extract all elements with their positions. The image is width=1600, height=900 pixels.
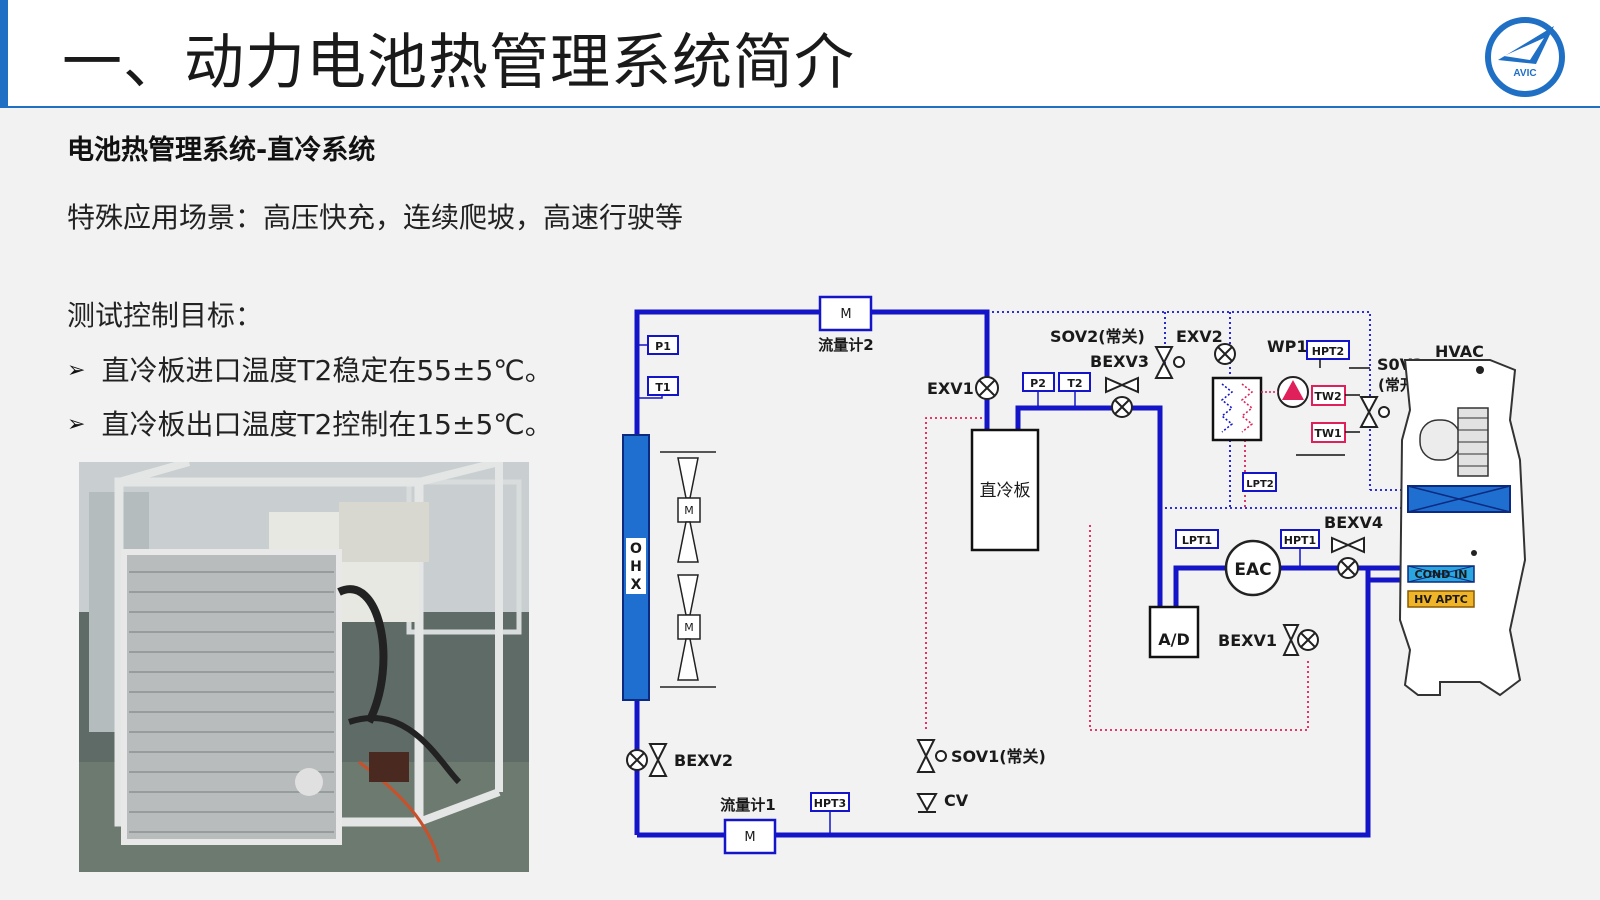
ohx-label-o: O <box>630 541 642 557</box>
bexv3-label: BEXV3 <box>1090 352 1149 371</box>
bexv2-label: BEXV2 <box>674 751 733 770</box>
sensor-p1 <box>647 335 679 355</box>
bullet-arrow-icon: ➢ <box>67 412 86 437</box>
bexv1-label: BEXV1 <box>1218 631 1277 650</box>
goal-item-text: 直冷板进口温度T2稳定在55±5℃。 <box>101 354 553 387</box>
sensor-p1-label: P1 <box>655 340 671 353</box>
flowmeter-2 <box>818 295 873 332</box>
goal-title: 测试控制目标： <box>67 299 264 332</box>
bexv3-valve-icon <box>1105 376 1139 394</box>
sensor-lpt1 <box>1175 529 1219 549</box>
sov1-valve-icon <box>916 739 936 773</box>
flowmeter-1-label: 流量计1 <box>720 796 775 814</box>
sensor-tw1-label: TW1 <box>1314 427 1341 440</box>
blower-fan-icon <box>1419 419 1461 461</box>
sensor-hpt1-label: HPT1 <box>1284 534 1316 547</box>
sensor-lpt1-label: LPT1 <box>1182 534 1212 547</box>
eac-label: EAC <box>1234 560 1271 580</box>
exv1-label: EXV1 <box>927 379 974 398</box>
slide-title: 一、动力电池热管理系统简介 <box>62 28 855 98</box>
fan-motor-1-label: M <box>684 504 694 517</box>
flowmeter-1-motor-label: M <box>744 830 755 845</box>
hv-aptc <box>1407 590 1475 608</box>
sensor-t1-label: T1 <box>655 381 670 394</box>
hvac-label: HVAC <box>1435 342 1484 361</box>
ad-label: A/D <box>1158 630 1190 649</box>
logo-text: AVIC <box>1513 68 1536 79</box>
sensor-t2-label: T2 <box>1067 377 1082 390</box>
sensor-lpt2-label: LPT2 <box>1246 479 1274 490</box>
goal-item-text: 直冷板出口温度T2控制在15±5℃。 <box>101 408 553 441</box>
hv-aptc-label: HV APTC <box>1414 593 1468 606</box>
sov1-label: SOV1(常关) <box>951 747 1046 766</box>
avic-logo: AVIC <box>1485 17 1565 97</box>
ohx-label-h: H <box>630 559 642 575</box>
flowmeter-1 <box>723 818 777 855</box>
sensor-hpt2 <box>1306 340 1350 360</box>
sov2-label: SOV2(常关) <box>1050 327 1145 346</box>
ohx-label-x: X <box>631 577 642 593</box>
flowmeter-2-motor-label: M <box>840 307 851 322</box>
direct-cooling-system-diagram: M 流量计2 P1 T1 O H X M M BEXV2 M 流量计1 HPT3… <box>622 295 1527 855</box>
header-accent-bar <box>0 0 8 106</box>
accumulator-dryer <box>1148 605 1200 659</box>
bullet-arrow-icon: ➢ <box>67 358 86 383</box>
goal-list: ➢ 直冷板进口温度T2稳定在55±5℃。 ➢ 直冷板出口温度T2控制在15±5℃。 <box>67 344 553 452</box>
sov3-valve-icon <box>1359 396 1379 428</box>
goal-item: ➢ 直冷板出口温度T2控制在15±5℃。 <box>67 398 553 452</box>
sensor-tw2-label: TW2 <box>1314 390 1341 403</box>
chiller-heat-exchanger <box>1211 376 1263 442</box>
sensor-lpt2 <box>1242 472 1277 492</box>
sensor-hpt2-label: HPT2 <box>1312 345 1344 358</box>
check-valve-icon <box>916 793 938 813</box>
section-subtitle: 电池热管理系统-直冷系统 <box>67 135 376 166</box>
eac-compressor <box>1224 539 1282 597</box>
scenario-text: 特殊应用场景：高压快充，连续爬坡，高速行驶等 <box>67 201 684 234</box>
wp1-label: WP1 <box>1267 337 1308 356</box>
cooling-fans <box>660 451 716 688</box>
goal-item: ➢ 直冷板进口温度T2稳定在55±5℃。 <box>67 344 553 398</box>
sensor-p2-label: P2 <box>1030 377 1046 390</box>
cv-label: CV <box>944 791 969 810</box>
cond-in-label: COND IN <box>1415 568 1468 581</box>
sensor-t1 <box>647 376 679 396</box>
bexv4-label: BEXV4 <box>1324 513 1383 532</box>
sensor-hpt3-label: HPT3 <box>814 797 846 810</box>
test-rig-photo <box>79 462 529 872</box>
cold-plate-label: 直冷板 <box>980 481 1031 501</box>
cold-plate <box>970 428 1040 552</box>
bexv4-valve-icon <box>1331 536 1365 554</box>
fan-motor-2-label: M <box>684 621 694 634</box>
exv2-label: EXV2 <box>1176 327 1223 346</box>
flowmeter-2-label: 流量计2 <box>818 336 873 354</box>
slide-header: 一、动力电池热管理系统简介 AVIC <box>0 0 1600 108</box>
sov2-valve-icon <box>1154 346 1174 379</box>
bexv1-valve-icon <box>1282 624 1300 656</box>
